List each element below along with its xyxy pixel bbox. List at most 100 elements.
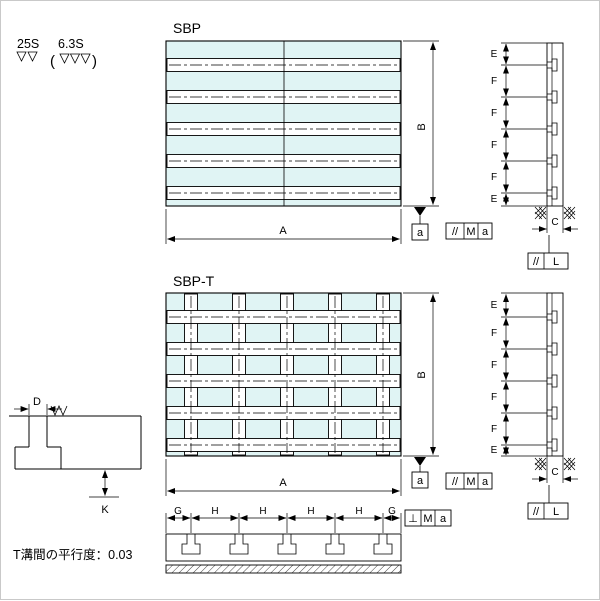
dim-f-label: F: [491, 328, 497, 339]
ef-extension-lines: [501, 42, 547, 207]
roughness-triangle-icon: [59, 53, 91, 64]
datum-frame: [411, 471, 429, 489]
dim-f-label: F: [491, 172, 497, 183]
slot-centerlines-horizontal: [169, 316, 398, 446]
dim-a-extension-lines: [165, 209, 402, 244]
fcf-modifier: M: [466, 226, 475, 238]
dim-g-label: G: [174, 506, 182, 517]
roughness-triangle-icon: [16, 51, 38, 62]
side-body: [546, 292, 564, 457]
detail-profile: [9, 415, 142, 470]
paren-open: (: [50, 53, 55, 70]
dim-e-label: E: [491, 49, 498, 60]
dim-f-label: F: [491, 140, 497, 151]
dim-h-label: H: [211, 506, 218, 517]
dim-d-extension-lines: [28, 404, 48, 415]
sbp-title: SBP: [173, 20, 201, 36]
dim-a-label: A: [279, 477, 287, 489]
fcf-datum: a: [482, 476, 489, 488]
fcf-modifier: M: [466, 476, 475, 488]
fcf-parallelism-frame: // M a: [445, 222, 493, 240]
fcf-perpendicularity-frame: ⊥ M a: [404, 509, 452, 527]
fcf-symbol: //: [533, 506, 540, 518]
datum-label: a: [417, 227, 424, 239]
dim-h-label: H: [355, 506, 362, 517]
datum-label: a: [417, 475, 424, 487]
datum-triangle-icon: [414, 457, 426, 466]
t-slot-profiles: [181, 534, 393, 555]
gh-extension-lines: [165, 513, 402, 533]
dim-b-label: B: [416, 371, 428, 378]
dim-a-label: A: [279, 225, 287, 237]
fcf-cell-divider: [463, 473, 479, 489]
dim-b-extension-lines: [403, 292, 439, 457]
section-body: [165, 533, 402, 562]
datum-frame: [411, 223, 429, 241]
fcf-datum: a: [440, 513, 447, 525]
dim-f-label: F: [491, 424, 497, 435]
t-slot-profiles: [547, 58, 558, 200]
parallelism-note: T溝間の平行度：0.03: [13, 547, 133, 562]
fcf-value: L: [553, 256, 559, 268]
fcf-frame-box: [445, 472, 493, 490]
dim-b-extension-lines: [403, 40, 439, 207]
dim-e-label: E: [491, 194, 498, 205]
slot-centerlines: [169, 64, 398, 194]
fcf-value: L: [553, 506, 559, 518]
dim-c-label: C: [551, 467, 558, 478]
sbp-side-view: E F F F F E C // M a // L: [445, 42, 578, 270]
dim-h-label: H: [259, 506, 266, 517]
fcf-symbol: //: [452, 476, 459, 488]
sbpt-side-view: E F F F F E C // M a // L: [445, 292, 578, 520]
fcf-frame-box: [404, 509, 452, 527]
fcf-cell-divider: [420, 510, 436, 526]
fcf-datum: a: [482, 226, 489, 238]
finish-zigzag-icon: [50, 405, 68, 416]
dim-f-label: F: [491, 392, 497, 403]
dim-g-label: G: [388, 506, 396, 517]
side-body: [546, 42, 564, 207]
roughness-secondary-value: 6.3S: [58, 37, 84, 51]
dim-h-label: H: [307, 506, 314, 517]
dim-f-label: F: [491, 76, 497, 87]
fcf-frame-box: [527, 252, 569, 270]
support-hatch-icon: [563, 206, 576, 220]
dim-e-label: E: [491, 445, 498, 456]
dim-a-extension-lines: [165, 459, 402, 496]
dim-d-label: D: [33, 396, 41, 408]
dim-f-label: F: [491, 360, 497, 371]
surface-roughness-legend: 25S 6.3S ( ): [16, 37, 97, 70]
dim-k-label: K: [101, 504, 109, 516]
fcf-symbol: ⊥: [408, 513, 418, 525]
fcf-cell-divider: [463, 223, 479, 239]
paren-close: ): [92, 53, 97, 70]
fcf-parallel-l-frame: // L: [527, 502, 569, 520]
support-hatch-icon: [563, 457, 576, 471]
dim-c-label: C: [551, 217, 558, 228]
foot-lines: [546, 456, 564, 483]
sbpt-title: SBP-T: [173, 273, 215, 289]
fcf-frame-box: [527, 502, 569, 520]
fcf-frame-box: [445, 222, 493, 240]
fcf-parallelism-frame: // M a: [445, 472, 493, 490]
sbp-plan-view: SBP B A a: [165, 20, 439, 244]
ef-extension-lines: [501, 292, 547, 457]
fcf-parallel-l-frame: // L: [527, 252, 569, 270]
support-hatch-icon: [534, 457, 547, 471]
dim-b-label: B: [416, 123, 428, 130]
fcf-symbol: //: [452, 226, 459, 238]
roughness-primary-value: 25S: [17, 37, 39, 51]
fcf-symbol: //: [533, 256, 540, 268]
datum-triangle-icon: [414, 207, 426, 216]
dim-e-label: E: [491, 300, 498, 311]
foot-lines: [546, 206, 564, 233]
sbpt-plan-view: SBP-T B A a: [165, 273, 439, 496]
t-slot-profiles: [547, 310, 558, 452]
fcf-modifier: M: [423, 513, 432, 525]
t-slot-detail: D K: [9, 396, 142, 516]
slot-centerlines-vertical: [190, 296, 384, 453]
base-hatch-strip: [165, 564, 402, 574]
dim-f-label: F: [491, 108, 497, 119]
